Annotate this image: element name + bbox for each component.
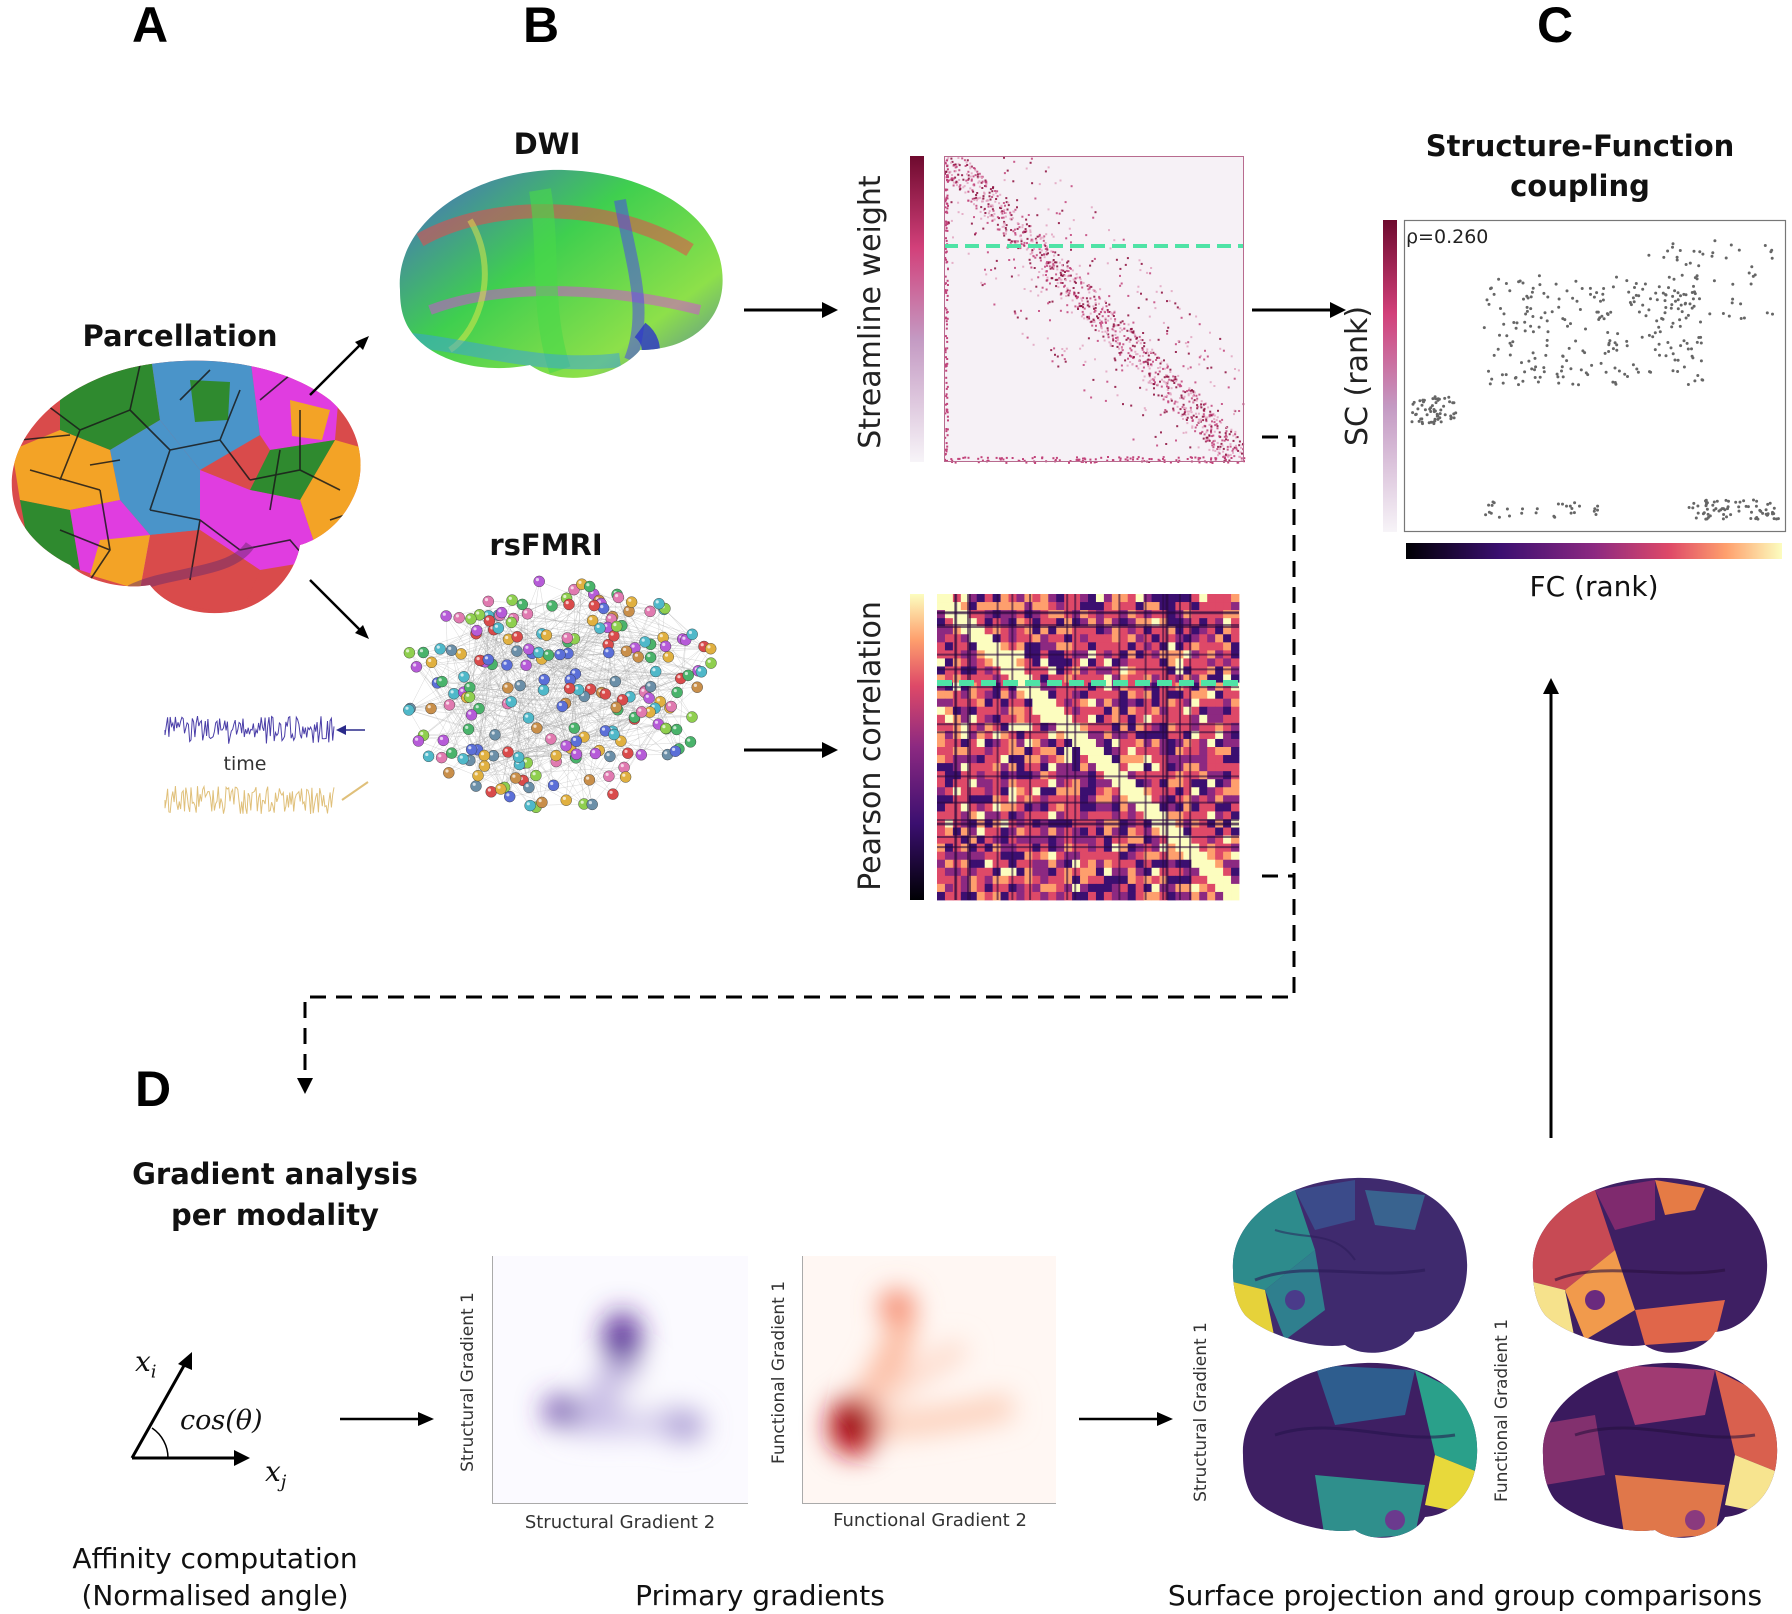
fc-rank-label: FC (rank) [1494, 568, 1694, 605]
coupling-title-line2: coupling [1400, 166, 1760, 206]
surface-structural-label: Structural Gradient 1 [1191, 1322, 1215, 1502]
affinity-caption-line1: Affinity computation [50, 1540, 380, 1577]
surface-functional-label: Functional Gradient 1 [1492, 1322, 1516, 1502]
xj-label: xj [265, 1455, 286, 1493]
arrow-surface-to-coupling [1538, 676, 1564, 1142]
primary-gradients-caption: Primary gradients [600, 1577, 920, 1614]
structural-surface-medial [1235, 1355, 1485, 1545]
arrow-sc-to-coupling [1250, 298, 1350, 322]
arrow-gradients-to-surface [1077, 1407, 1177, 1431]
fc-rank-colorbar [1406, 543, 1782, 559]
xj-x: x [265, 1455, 281, 1488]
surface-caption: Surface projection and group comparisons [1150, 1577, 1780, 1614]
xi-x: x [135, 1345, 151, 1378]
coupling-scatter-plot [1404, 220, 1786, 532]
xj-subscript: j [281, 1472, 287, 1493]
structural-gradient-x-label: Structural Gradient 2 [500, 1512, 740, 1533]
affinity-caption-line2: (Normalised angle) [50, 1577, 380, 1614]
structural-surface-lateral [1225, 1170, 1475, 1360]
cos-theta-label: cos(θ) [180, 1405, 263, 1436]
xi-label: xi [135, 1345, 157, 1383]
structural-gradient-density [492, 1256, 748, 1504]
functional-surface-medial [1535, 1355, 1785, 1545]
structural-gradient-y-label: Structural Gradient 1 [458, 1292, 482, 1472]
functional-gradient-x-label: Functional Gradient 2 [810, 1510, 1050, 1531]
gradient-analysis-title-line2: per modality [120, 1195, 430, 1235]
gradient-analysis-title-line1: Gradient analysis [120, 1154, 430, 1194]
functional-gradient-y-label: Functional Gradient 1 [769, 1284, 793, 1464]
rho-label: ρ=0.260 [1406, 226, 1488, 248]
functional-surface-lateral [1525, 1170, 1775, 1360]
arrow-affinity-to-gradients [338, 1407, 438, 1431]
sc-rank-label: SC (rank) [1340, 316, 1380, 446]
coupling-title-line1: Structure-Function [1400, 126, 1760, 166]
xi-subscript: i [151, 1362, 157, 1383]
functional-gradient-density [802, 1256, 1056, 1504]
sc-rank-colorbar [1383, 220, 1397, 532]
